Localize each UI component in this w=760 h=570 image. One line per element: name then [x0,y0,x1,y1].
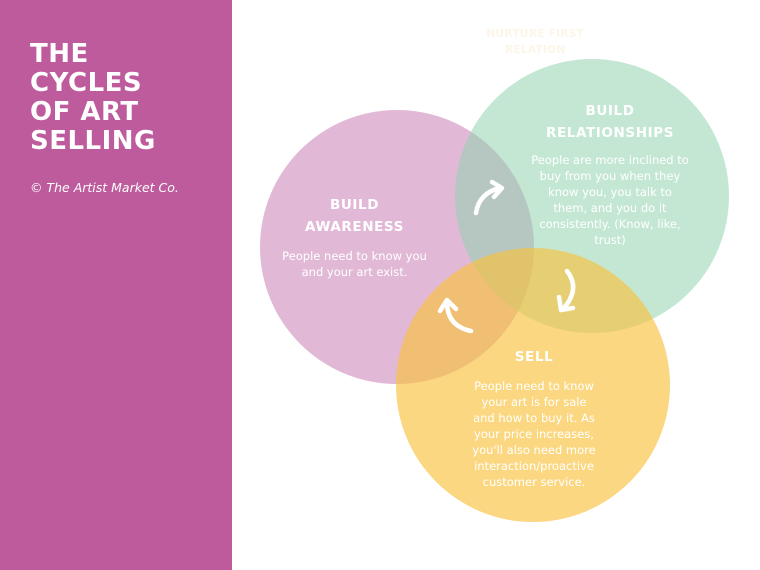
relationships-description: People are more inclined to buy from you… [531,153,689,247]
title-line: CYCLES [30,68,143,98]
heading-line: RELATIONSHIPS [545,125,675,141]
relationships-text-block: BUILD RELATIONSHIPS People are more incl… [530,100,690,248]
title-line: OF ART [30,97,139,127]
curved-arrow-icon [556,268,576,313]
sell-heading: SELL [470,346,598,368]
faint-overlay-text: NURTURE FIRST RELATION [465,26,605,58]
curved-arrow-icon [473,179,505,216]
heading-line: BUILD [329,197,380,213]
title-line: SELLING [30,126,156,156]
sidebar: THE CYCLES OF ART SELLING © The Artist M… [0,0,232,570]
sell-text-block: SELL People need to know your art is for… [470,346,598,490]
relationships-heading: BUILD RELATIONSHIPS [530,100,690,144]
heading-line: AWARENESS [305,219,404,235]
circle-sell [396,248,670,522]
heading-line: BUILD [585,103,635,119]
page-title: THE CYCLES OF ART SELLING [30,40,220,156]
faint-overlay-line: NURTURE FIRST [486,27,584,40]
copyright-credit: © The Artist Market Co. [30,180,179,195]
curved-arrow-icon [437,297,474,334]
heading-line: SELL [514,349,554,365]
faint-overlay-line: RELATION [504,43,566,56]
awareness-text-block: BUILD AWARENESS People need to know you … [272,194,437,280]
title-line: THE [30,39,89,69]
sell-description: People need to know your art is for sale… [472,379,596,489]
awareness-description: People need to know you and your art exi… [282,249,427,279]
awareness-heading: BUILD AWARENESS [272,194,437,238]
